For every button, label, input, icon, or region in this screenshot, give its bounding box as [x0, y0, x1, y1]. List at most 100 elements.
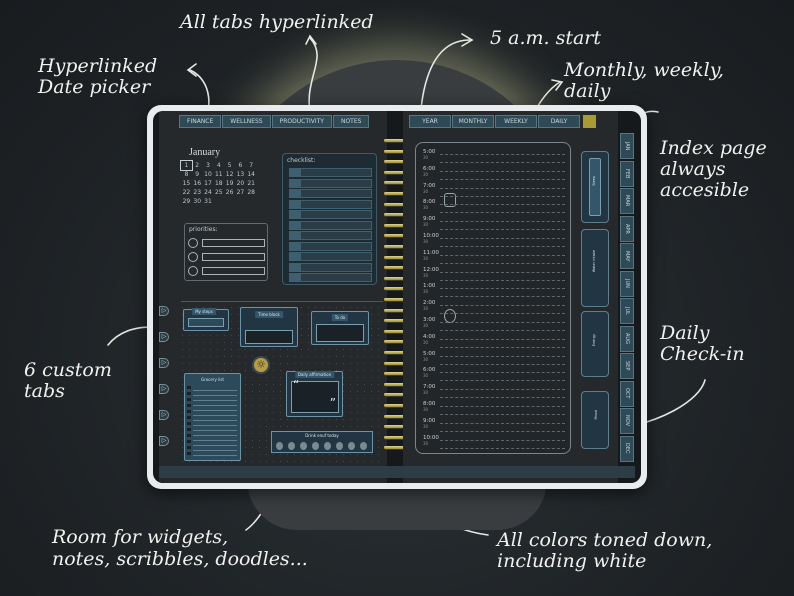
priority-row[interactable] [188, 238, 266, 248]
calendar-day[interactable]: 21 [247, 180, 255, 187]
tab-weekly[interactable]: WEEKLY [495, 115, 537, 128]
hour-line[interactable] [440, 389, 565, 391]
checklist-row[interactable] [289, 262, 372, 272]
priority-row[interactable] [188, 266, 266, 276]
hour-line[interactable] [440, 221, 565, 223]
half-hour-line[interactable] [440, 313, 565, 315]
calendar-day[interactable]: 17 [204, 180, 212, 187]
water-drop-icon[interactable] [360, 442, 367, 450]
half-hour-line[interactable] [440, 246, 565, 247]
checklist-row[interactable] [289, 168, 372, 177]
half-hour-line[interactable] [440, 430, 565, 432]
half-hour-line[interactable] [440, 262, 565, 264]
calendar-day[interactable]: 31 [204, 198, 212, 205]
hour-line[interactable] [440, 187, 565, 189]
tab-notes[interactable]: NOTES [332, 115, 370, 128]
hour-line[interactable] [440, 372, 565, 374]
month-tab-aug[interactable]: AUG [620, 325, 634, 352]
month-tab-feb[interactable]: FEB [620, 160, 634, 187]
month-tab-sep[interactable]: SEP [620, 353, 634, 379]
half-hour-line[interactable] [440, 212, 565, 214]
priority-row[interactable] [188, 252, 266, 262]
water-drop-icon[interactable] [312, 442, 319, 450]
hour-line[interactable] [440, 355, 565, 357]
calendar-day[interactable]: 22 [182, 189, 191, 196]
custom-tab[interactable]: ▷ [159, 332, 169, 342]
hour-line[interactable] [440, 238, 565, 239]
calendar-day[interactable]: 12 [225, 171, 234, 178]
calendar-day[interactable]: 6 [238, 162, 243, 169]
calendar-day[interactable]: 5 [227, 162, 232, 169]
calendar-day[interactable]: 10 [204, 171, 212, 178]
half-hour-line[interactable] [440, 279, 565, 281]
my-steps-widget[interactable]: My steps [183, 308, 229, 331]
hour-line[interactable] [440, 338, 565, 340]
water-drop-icon[interactable] [324, 442, 331, 450]
month-tab-apr[interactable]: APR [620, 215, 634, 242]
month-tab-dec[interactable]: DEC [620, 435, 634, 462]
half-hour-line[interactable] [440, 296, 565, 298]
sleep-tracker[interactable]: Sleep [581, 151, 609, 223]
hour-line[interactable] [440, 406, 565, 407]
calendar-day[interactable]: 13 [236, 171, 245, 178]
calendar-day[interactable]: 20 [236, 180, 245, 187]
water-tracker-widget[interactable]: Drink enuf today [271, 431, 373, 453]
custom-tab[interactable]: ▷ [159, 358, 169, 368]
time-block-widget[interactable]: Time block [240, 307, 298, 347]
half-hour-line[interactable] [440, 447, 565, 449]
hour-line[interactable] [440, 288, 565, 290]
water-intake-tracker[interactable]: Water intake [581, 229, 609, 307]
water-drop-icon[interactable] [276, 442, 283, 450]
month-tab-oct[interactable]: OCT [620, 380, 634, 407]
tab-productivity[interactable]: PRODUCTIVITY [271, 115, 332, 128]
tab-monthly[interactable]: MONTHLY [452, 115, 494, 128]
calendar-day[interactable]: 8 [184, 171, 189, 178]
tab-daily[interactable]: DAILY [538, 115, 580, 128]
tab-wellness[interactable]: WELLNESS [222, 115, 271, 128]
calendar-day[interactable]: 15 [182, 180, 191, 187]
calendar-day[interactable]: 28 [247, 189, 255, 196]
water-drop-icon[interactable] [348, 442, 355, 450]
calendar-day[interactable]: 3 [206, 162, 210, 169]
month-tab-jan[interactable]: JAN [620, 133, 634, 159]
calendar-day[interactable]: 29 [182, 198, 191, 205]
calendar-day[interactable]: 7 [249, 162, 254, 169]
calendar-day[interactable]: 19 [225, 180, 234, 187]
water-drop-icon[interactable] [336, 442, 343, 450]
custom-tab[interactable]: ▷ [159, 436, 169, 446]
checklist-row[interactable] [289, 199, 372, 209]
energy-tracker[interactable]: Energy [581, 311, 609, 377]
month-tab-nov[interactable]: NOV [620, 408, 634, 434]
index-page-tab[interactable] [583, 115, 596, 128]
calendar-day[interactable]: 26 [225, 189, 234, 196]
month-tab-jun[interactable]: JUN [620, 270, 634, 297]
custom-tab[interactable]: ▷ [159, 410, 169, 420]
calendar-day[interactable]: 27 [236, 189, 245, 196]
half-hour-line[interactable] [440, 380, 565, 382]
calendar-day[interactable]: 18 [214, 180, 223, 187]
hour-line[interactable] [440, 305, 565, 307]
hour-line[interactable] [440, 439, 565, 441]
calendar-day[interactable]: 23 [193, 189, 202, 196]
half-hour-line[interactable] [440, 346, 565, 348]
hour-line[interactable] [440, 422, 565, 424]
grocery-list-widget[interactable]: Grocery list [184, 373, 241, 461]
half-hour-line[interactable] [440, 363, 565, 365]
month-tab-mar[interactable]: MAR [620, 188, 634, 214]
half-hour-line[interactable] [440, 229, 565, 231]
custom-tab[interactable]: ▷ [159, 306, 169, 316]
hour-line[interactable] [440, 254, 565, 256]
water-drop-icon[interactable] [288, 442, 295, 450]
half-hour-line[interactable] [440, 195, 565, 197]
checklist-row[interactable] [289, 189, 372, 198]
checklist-widget[interactable]: checklist: [282, 153, 377, 285]
hour-line[interactable] [440, 154, 565, 155]
calendar-day[interactable]: 24 [204, 189, 212, 196]
checklist-row[interactable] [289, 241, 372, 251]
checklist-row[interactable] [289, 231, 372, 240]
calendar-day[interactable]: 30 [193, 198, 202, 205]
mood-tracker[interactable]: Mood [581, 391, 609, 449]
water-drop-icon[interactable] [300, 442, 307, 450]
calendar-day[interactable]: 11 [214, 171, 223, 178]
month-tab-jul[interactable]: JUL [620, 298, 634, 324]
